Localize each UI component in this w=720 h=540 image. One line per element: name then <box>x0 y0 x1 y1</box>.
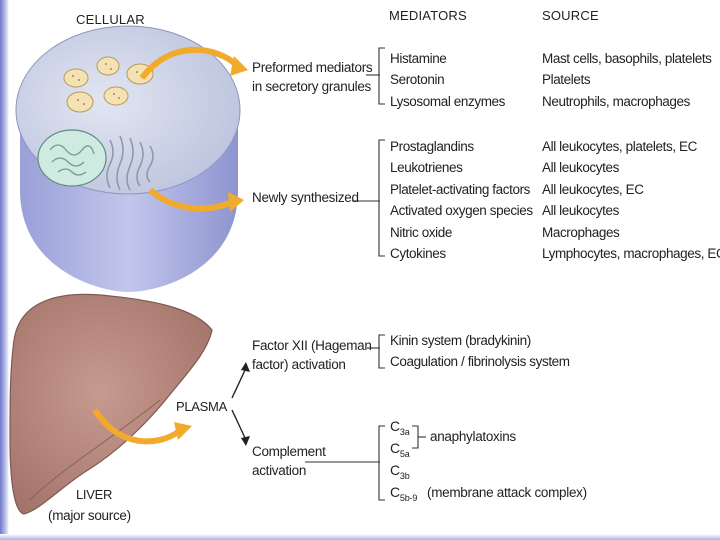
label-preformed: Preformed mediators in secretory granule… <box>252 60 373 94</box>
liver-illustration <box>9 293 213 515</box>
anaphylatoxins-label: anaphylatoxins <box>430 429 516 444</box>
list-item: Mast cells, basophils, platelets <box>542 51 712 66</box>
preformed-mediators-list: Histamine Serotonin Lysosomal enzymes <box>390 48 505 112</box>
label-complement: Complement activation <box>252 444 326 478</box>
list-item: All leukocytes, EC <box>542 181 644 197</box>
list-item: Coagulation / fibrinolysis system <box>390 354 570 370</box>
list-item: All leukocytes <box>542 203 619 219</box>
newly-sources-list: All leukocytes, platelets, EC All leukoc… <box>542 136 720 264</box>
list-item: Neutrophils, macrophages <box>542 93 690 109</box>
list-item: Lymphocytes, macrophages, EC <box>542 246 720 262</box>
complement-c3b: C3b <box>390 462 410 481</box>
list-item: Lysosomal enzymes <box>390 93 505 109</box>
liver-note: (major source) <box>48 508 131 523</box>
arrow-plasma <box>92 408 180 445</box>
plasma-label: PLASMA <box>176 399 227 414</box>
header-mediators: MEDIATORS <box>389 8 467 23</box>
list-item: Prostaglandins <box>390 139 474 154</box>
membrane-attack-complex-label: (membrane attack complex) <box>427 485 587 500</box>
list-item: All leukocytes, platelets, EC <box>542 139 697 154</box>
complement-c5a: C5a <box>390 440 410 459</box>
list-item: Activated oxygen species <box>390 203 533 219</box>
header-source: SOURCE <box>542 8 599 23</box>
nucleus <box>37 129 107 187</box>
complement-c3a: C3a <box>390 418 410 437</box>
golgi <box>106 135 154 191</box>
newly-mediators-list: Prostaglandins Leukotrienes Platelet-act… <box>390 136 533 264</box>
brackets <box>305 47 426 501</box>
list-item: Cytokines <box>390 246 446 262</box>
slide-left-border <box>0 0 9 540</box>
list-item: Macrophages <box>542 224 620 240</box>
plasma-fork <box>231 367 247 441</box>
factor-xii-mediators-list: Kinin system (bradykinin) Coagulation / … <box>390 330 570 373</box>
list-item: Kinin system (bradykinin) <box>390 333 531 348</box>
list-item: Serotonin <box>390 72 445 88</box>
preformed-sources-list: Mast cells, basophils, platelets Platele… <box>542 48 712 112</box>
list-item: Histamine <box>390 51 447 66</box>
list-item: Leukotrienes <box>390 160 463 176</box>
list-item: Platelets <box>542 72 591 88</box>
list-item: Platelet-activating factors <box>390 181 531 197</box>
label-factor-xii: Factor XII (Hageman factor) activation <box>252 338 372 372</box>
arrow-preformed <box>139 46 241 80</box>
arrow-synthesized <box>148 187 234 212</box>
header-cellular: CELLULAR <box>76 12 145 27</box>
label-newly-synthesized: Newly synthesized <box>252 190 359 205</box>
slide-bottom-border <box>0 534 720 540</box>
list-item: Nitric oxide <box>390 224 452 240</box>
complement-c5b-9: C5b-9 <box>390 484 418 503</box>
cell-illustration <box>15 25 248 292</box>
list-item: All leukocytes <box>542 160 619 176</box>
liver-label: LIVER <box>76 487 113 502</box>
